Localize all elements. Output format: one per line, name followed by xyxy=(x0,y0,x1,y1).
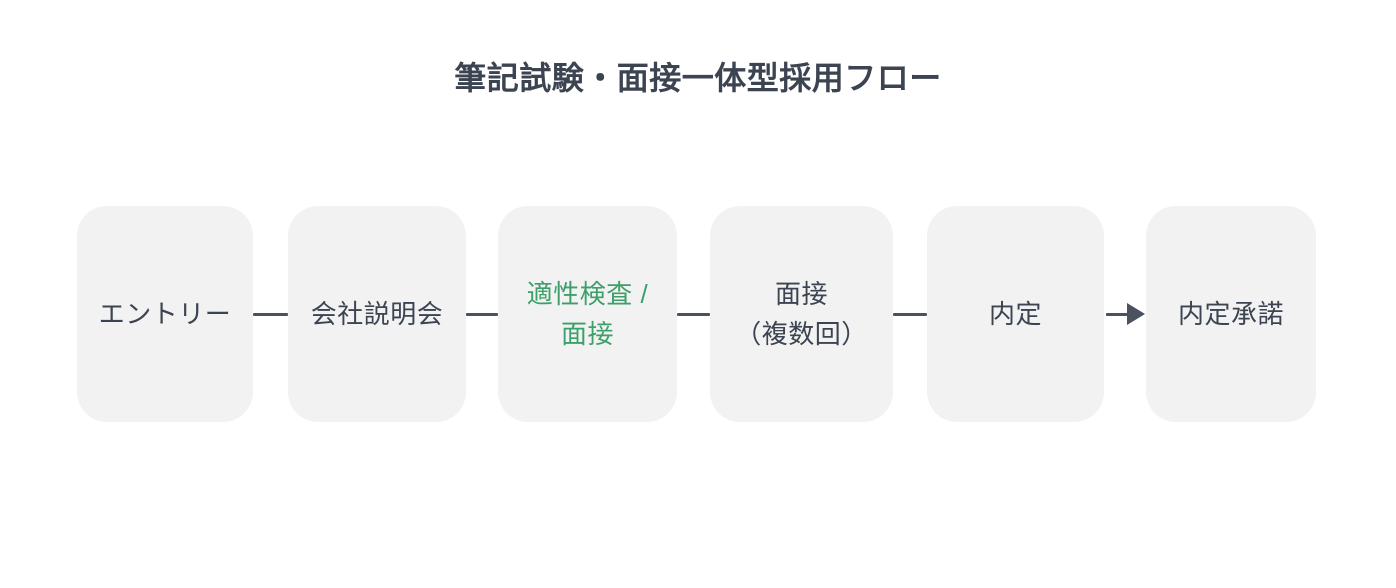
flow-connector-line xyxy=(677,206,710,422)
flow-node-label: 内定 xyxy=(988,298,1042,329)
flow-node-job-offer[interactable]: 内定 xyxy=(927,206,1104,422)
flow-connector-arrow xyxy=(1104,206,1146,422)
flow-node-label: 会社説明会 xyxy=(310,298,444,329)
connector-line-icon xyxy=(893,312,927,316)
flow-node-aptitude-test-interview[interactable]: 適性検査 / 面接 xyxy=(498,206,677,422)
connector-line-icon xyxy=(466,312,498,316)
flow-node-label: 適性検査 / 面接 xyxy=(526,278,649,349)
flow-connector-line xyxy=(893,206,927,422)
page-title: 筆記試験・面接一体型採用フロー xyxy=(454,60,942,96)
flow-connector-line xyxy=(466,206,498,422)
flow-node-label: エントリー xyxy=(98,298,232,329)
recruitment-flow: エントリー 会社説明会 適性検査 / 面接 面接 （複数回） 内定 xyxy=(77,206,1316,422)
flow-node-entry[interactable]: エントリー xyxy=(77,206,253,422)
arrow-right-icon xyxy=(1126,303,1145,325)
flow-node-label: 面接 （複数回） xyxy=(735,278,868,349)
flow-node-offer-acceptance[interactable]: 内定承諾 xyxy=(1146,206,1316,422)
flow-node-label: 内定承諾 xyxy=(1177,298,1284,329)
flow-node-company-briefing[interactable]: 会社説明会 xyxy=(288,206,466,422)
flow-node-interview-multiple[interactable]: 面接 （複数回） xyxy=(710,206,893,422)
flow-connector-line xyxy=(253,206,288,422)
connector-line-icon xyxy=(1105,312,1128,316)
connector-line-icon xyxy=(677,312,710,316)
connector-line-icon xyxy=(253,312,288,316)
